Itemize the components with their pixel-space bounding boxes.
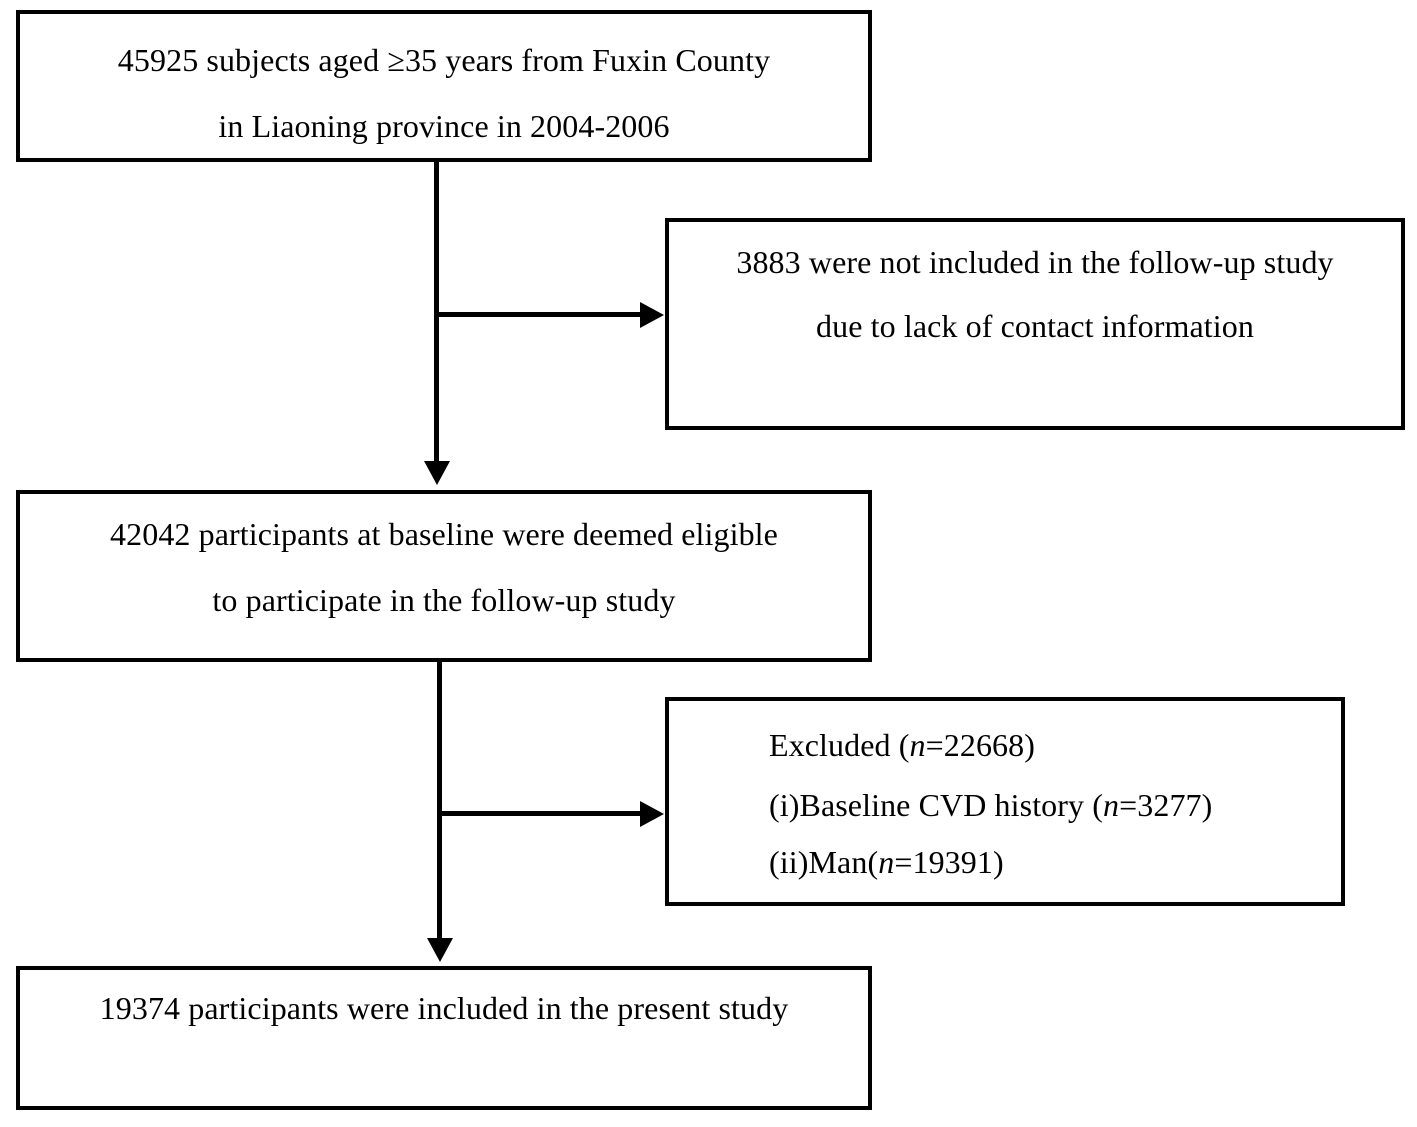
connector-eligible-to-excluded-branch bbox=[437, 811, 643, 816]
box-excluded-no-contact: 3883 were not included in the follow-up … bbox=[665, 218, 1405, 430]
connector-eligible-to-final-trunk bbox=[437, 662, 442, 942]
box-excluded-criteria-header: Excluded (n=22668) bbox=[769, 729, 1341, 761]
excluded-criteria-header-italic-n: n bbox=[909, 727, 926, 763]
excluded-criteria-item2-prefix: (ii)Man( bbox=[769, 844, 879, 880]
box-eligible-baseline-line2: to participate in the follow-up study bbox=[212, 582, 676, 618]
connector-source-to-excluded-branch bbox=[434, 312, 643, 317]
connector-source-to-excluded-arrowhead bbox=[640, 302, 664, 328]
box-final-sample-line1: 19374 participants were included in the … bbox=[99, 990, 789, 1026]
box-eligible-baseline: 42042 participants at baseline were deem… bbox=[16, 490, 872, 662]
excluded-criteria-item2-suffix: =19391) bbox=[894, 844, 1004, 880]
connector-eligible-to-final-arrowhead bbox=[427, 938, 453, 962]
box-source-cohort-line2: in Liaoning province in 2004-2006 bbox=[218, 108, 670, 144]
excluded-criteria-item1-suffix: =3277) bbox=[1119, 787, 1213, 823]
box-source-cohort: 45925 subjects aged ≥35 years from Fuxin… bbox=[16, 10, 872, 162]
box-excluded-criteria-item2: (ii)Man(n=19391) bbox=[769, 846, 1341, 878]
box-excluded-no-contact-line1: 3883 were not included in the follow-up … bbox=[736, 244, 1334, 280]
box-source-cohort-line1: 45925 subjects aged ≥35 years from Fuxin… bbox=[117, 42, 771, 78]
box-eligible-baseline-line1: 42042 participants at baseline were deem… bbox=[110, 516, 778, 552]
connector-source-to-eligible-arrowhead bbox=[424, 461, 450, 485]
box-excluded-no-contact-line2: due to lack of contact information bbox=[816, 308, 1254, 344]
excluded-criteria-header-suffix: =22668) bbox=[925, 727, 1036, 763]
excluded-criteria-header-prefix: Excluded ( bbox=[769, 727, 910, 763]
box-excluded-criteria: Excluded (n=22668) (i)Baseline CVD histo… bbox=[665, 697, 1345, 906]
excluded-criteria-item1-prefix: (i)Baseline CVD history ( bbox=[769, 787, 1103, 823]
connector-eligible-to-excluded-arrowhead bbox=[640, 801, 664, 827]
box-excluded-criteria-item1: (i)Baseline CVD history (n=3277) bbox=[769, 789, 1341, 821]
excluded-criteria-item1-italic-n: n bbox=[1103, 787, 1120, 823]
box-final-sample: 19374 participants were included in the … bbox=[16, 966, 872, 1110]
excluded-criteria-item2-italic-n: n bbox=[878, 844, 895, 880]
